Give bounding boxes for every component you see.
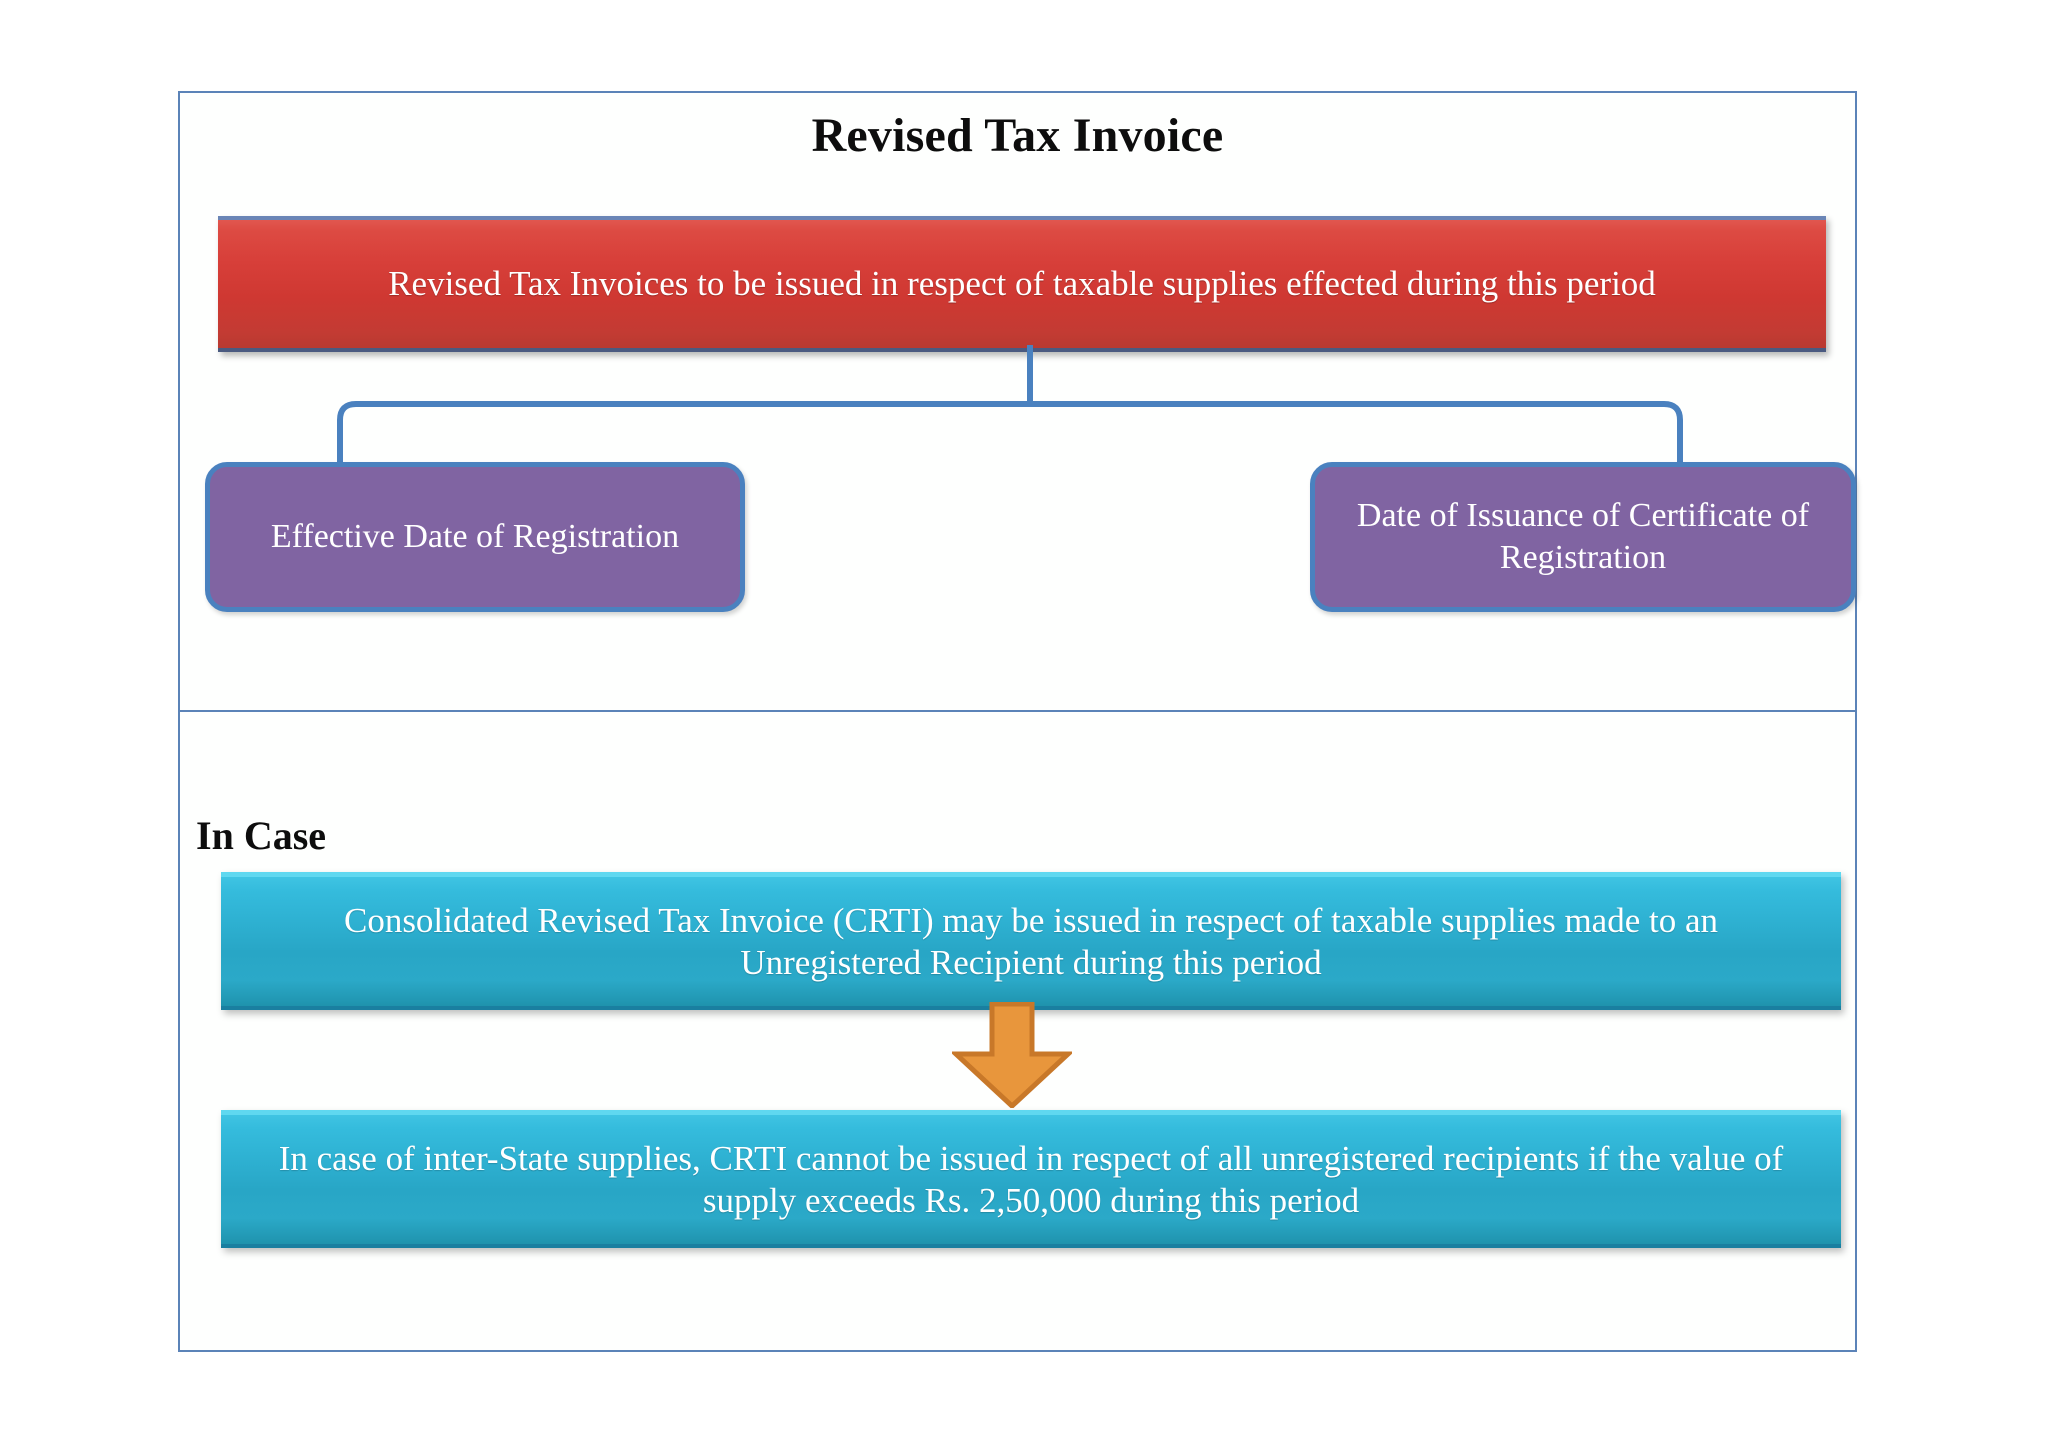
red-banner-text: Revised Tax Invoices to be issued in res… bbox=[388, 263, 1656, 303]
page-title: Revised Tax Invoice bbox=[811, 109, 1224, 162]
branch-box-date-of-issuance[interactable]: Date of Issuance of Certificate of Regis… bbox=[1310, 462, 1856, 612]
teal-box-interstate: In case of inter-State supplies, CRTI ca… bbox=[221, 1110, 1841, 1248]
branch-box-label: Effective Date of Registration bbox=[270, 517, 680, 555]
red-banner-box: Revised Tax Invoices to be issued in res… bbox=[218, 216, 1826, 352]
branch-box-label: Date of Issuance of Certificate of Regis… bbox=[1356, 496, 1810, 577]
teal-box-text: In case of inter-State supplies, CRTI ca… bbox=[278, 1138, 1784, 1220]
teal-box-crti: Consolidated Revised Tax Invoice (CRTI) … bbox=[221, 872, 1841, 1010]
panel-divider bbox=[178, 710, 1857, 712]
down-arrow-icon bbox=[952, 1002, 1072, 1108]
branch-box-effective-date[interactable]: Effective Date of Registration bbox=[205, 462, 745, 612]
in-case-heading: In Case bbox=[196, 813, 327, 858]
teal-box-text: Consolidated Revised Tax Invoice (CRTI) … bbox=[343, 900, 1719, 982]
